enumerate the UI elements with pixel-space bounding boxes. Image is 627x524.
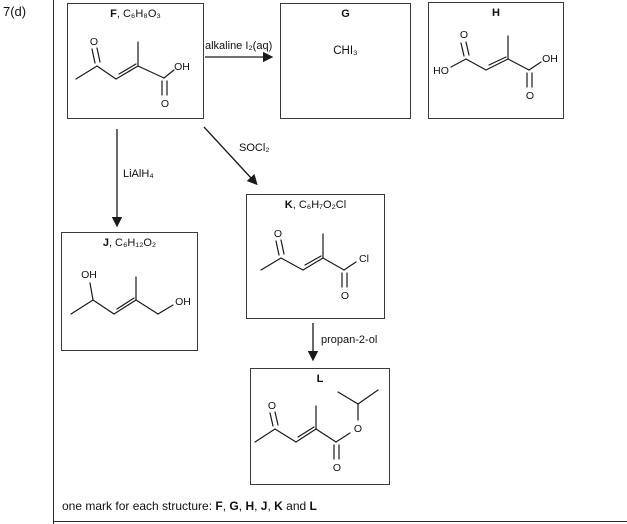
reagent-alkaline-iodine: alkaline I₂(aq) bbox=[205, 40, 273, 52]
j-left-hydroxyl-label: OH bbox=[81, 269, 97, 281]
reagent-propan-2-ol: propan-2-ol bbox=[321, 334, 378, 346]
structure-box-j: J, C₆H₁₂O₂ OH OH bbox=[61, 232, 198, 351]
h-left-oxygen-label: O bbox=[460, 29, 468, 41]
reagent-socl2: SOCl₂ bbox=[239, 142, 270, 154]
box-g-content: CHI₃ bbox=[333, 45, 358, 57]
marking-note-prefix: one mark for each structure: bbox=[62, 499, 216, 513]
l-carbonyl-oxygen-label: O bbox=[333, 462, 341, 474]
box-k-formula: , C₆H₇O₂Cl bbox=[292, 199, 347, 211]
box-f-letter: F bbox=[110, 8, 117, 20]
h-left-hydroxyl-label: HO bbox=[433, 65, 449, 77]
f-ketone-oxygen-label: O bbox=[90, 36, 98, 48]
marking-note-sep: , bbox=[238, 499, 246, 513]
box-g-label: G bbox=[281, 8, 410, 20]
box-f-formula: , C₆H₈O₃ bbox=[116, 8, 161, 20]
molecule-h-structure: HO O OH O bbox=[433, 29, 558, 102]
marking-note-sep: , bbox=[267, 499, 275, 513]
molecule-f-structure: O OH O bbox=[75, 36, 190, 110]
marking-note-g: G bbox=[229, 499, 239, 513]
h-right-hydroxyl-label: OH bbox=[542, 53, 558, 65]
l-ketone-oxygen-label: O bbox=[268, 400, 276, 412]
structure-box-l: L O O O bbox=[250, 368, 390, 485]
question-number: 7(d) bbox=[3, 4, 27, 19]
left-vertical-rule bbox=[53, 0, 54, 524]
box-j-letter: J bbox=[102, 237, 109, 249]
structure-box-h: H HO O OH O bbox=[428, 2, 564, 119]
bottom-horizontal-rule bbox=[53, 521, 627, 522]
marking-note-k: K bbox=[274, 499, 283, 513]
molecule-j-structure: OH OH bbox=[70, 269, 191, 315]
molecule-k-structure: O Cl O bbox=[260, 228, 369, 302]
marking-note-l: L bbox=[309, 499, 317, 513]
k-ketone-oxygen-label: O bbox=[274, 228, 282, 240]
marking-note-f: F bbox=[215, 499, 223, 513]
k-chlorine-label: Cl bbox=[359, 253, 369, 265]
box-g-letter: G bbox=[341, 8, 350, 20]
box-h-letter: H bbox=[492, 7, 500, 19]
structure-box-k: K, C₆H₇O₂Cl O Cl O bbox=[246, 194, 385, 319]
box-f-label: F, C₆H₈O₃ bbox=[68, 8, 203, 20]
marking-note-and: and bbox=[282, 499, 310, 513]
marking-note: one mark for each structure: F, G, H, J,… bbox=[62, 499, 317, 513]
f-acid-oxygen-label: O bbox=[161, 98, 169, 110]
structure-box-g: G CHI₃ bbox=[280, 3, 411, 119]
box-l-label: L bbox=[251, 373, 389, 385]
k-acyl-oxygen-label: O bbox=[341, 290, 349, 302]
f-hydroxyl-label: OH bbox=[174, 61, 190, 73]
marking-note-sep: , bbox=[222, 499, 230, 513]
j-right-hydroxyl-label: OH bbox=[175, 296, 191, 308]
box-k-letter: K bbox=[284, 199, 293, 211]
marking-note-j: J bbox=[260, 499, 268, 513]
marking-note-h: H bbox=[245, 499, 255, 513]
box-j-label: J, C₆H₁₂O₂ bbox=[62, 237, 197, 249]
molecule-l-structure: O O O bbox=[254, 389, 379, 474]
box-k-label: K, C₆H₇O₂Cl bbox=[247, 199, 384, 211]
reagent-lialh4: LiAlH₄ bbox=[123, 168, 154, 180]
box-j-formula: , C₆H₁₂O₂ bbox=[108, 237, 157, 249]
box-l-letter: L bbox=[316, 373, 324, 385]
structure-box-f: F, C₆H₈O₃ O OH O bbox=[67, 3, 204, 119]
h-right-oxygen-label: O bbox=[526, 90, 534, 102]
box-h-label: H bbox=[429, 7, 563, 19]
l-ester-oxygen-label: O bbox=[354, 423, 362, 435]
marking-note-sep: , bbox=[254, 499, 261, 513]
